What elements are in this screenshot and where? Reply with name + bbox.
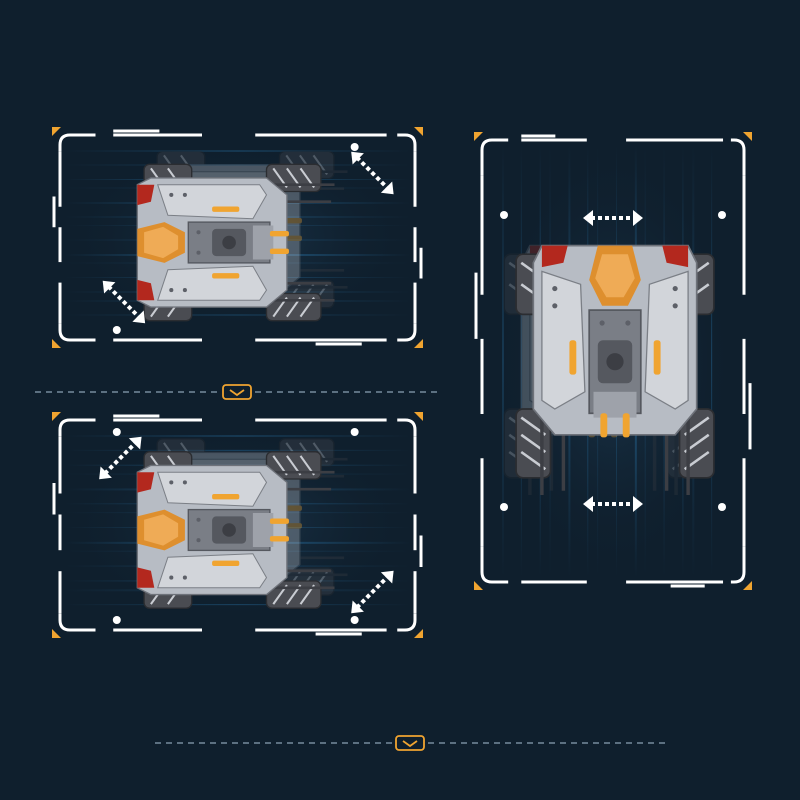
panel-top-left	[52, 127, 423, 348]
corner-triangle-icon	[414, 339, 423, 348]
section-divider	[155, 735, 665, 751]
panel-bottom-left	[52, 412, 423, 638]
motion-streak	[711, 145, 713, 577]
anchor-dot	[500, 503, 508, 511]
anchor-dot	[112, 616, 121, 624]
corner-triangle-icon	[474, 132, 483, 141]
corner-triangle-icon	[414, 412, 423, 421]
corner-triangle-icon	[52, 127, 61, 136]
frame-corner	[58, 323, 96, 342]
motion-streak	[65, 449, 410, 451]
motion-streak	[65, 604, 410, 606]
corner-triangle-icon	[414, 629, 423, 638]
corner-triangle-icon	[743, 132, 752, 141]
corner-triangle-icon	[743, 581, 752, 590]
frame-corner	[730, 138, 746, 176]
chevron-down-icon	[222, 384, 252, 400]
frame-corner	[58, 133, 96, 152]
anchor-dot	[350, 616, 359, 624]
chevron-down-icon	[395, 735, 425, 751]
anchor-dot	[500, 211, 508, 219]
corner-triangle-icon	[474, 581, 483, 590]
frame-corner	[58, 613, 96, 632]
frame-corner	[730, 546, 746, 584]
panel-right	[474, 132, 752, 590]
corner-triangle-icon	[414, 127, 423, 136]
motion-streak	[65, 435, 410, 437]
anchor-dot	[112, 326, 121, 334]
motion-streak	[65, 314, 410, 316]
anchor-dot	[718, 211, 726, 219]
anchor-dot	[112, 428, 121, 436]
section-divider	[35, 384, 440, 400]
motion-streak	[65, 150, 410, 152]
frame-corner	[58, 418, 96, 437]
frame-corner	[397, 613, 417, 632]
corner-triangle-icon	[52, 412, 61, 421]
motion-streak	[502, 145, 504, 577]
frame-corner	[397, 133, 417, 152]
frame-corner	[480, 546, 509, 584]
corner-triangle-icon	[52, 629, 61, 638]
anchor-dot	[350, 143, 359, 151]
frame-corner	[480, 138, 509, 176]
corner-triangle-icon	[52, 339, 61, 348]
anchor-dot	[718, 503, 726, 511]
frame-corner	[397, 323, 417, 342]
frame-corner	[397, 418, 417, 437]
anchor-dot	[350, 428, 359, 436]
